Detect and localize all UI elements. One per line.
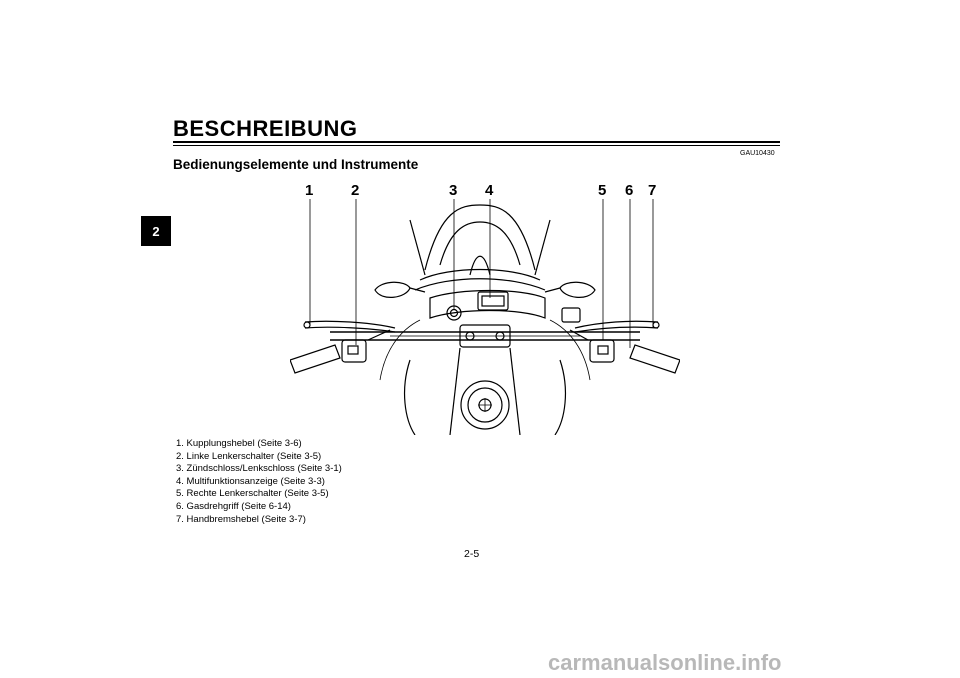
callout-4: 4 — [485, 182, 494, 199]
legend-item: 6. Gasdrehgriff (Seite 6-14) — [176, 500, 291, 512]
page-title: BESCHREIBUNG — [173, 116, 358, 141]
callout-leaders — [309, 199, 654, 348]
callout-1: 1 — [305, 182, 313, 199]
section-code: GAU10430 — [740, 150, 775, 157]
callout-7: 7 — [648, 182, 656, 199]
chapter-tab: 2 — [141, 216, 171, 246]
callout-3: 3 — [449, 182, 457, 199]
legend-item: 7. Handbremshebel (Seite 3-7) — [176, 513, 306, 525]
watermark: carmanualsonline.info — [548, 650, 782, 675]
page-number: 2-5 — [464, 548, 480, 560]
callout-6: 6 — [625, 182, 633, 199]
title-rule-thick — [173, 141, 780, 143]
callout-5: 5 — [598, 182, 606, 199]
handlebar-illustration: 1 2 3 4 5 6 7 — [290, 180, 680, 435]
legend-item: 5. Rechte Lenkerschalter (Seite 3-5) — [176, 488, 329, 500]
legend-item: 3. Zündschloss/Lenkschloss (Seite 3-1) — [176, 463, 342, 475]
legend-item: 1. Kupplungshebel (Seite 3-6) — [176, 438, 302, 449]
section-title: Bedienungselemente und Instrumente — [173, 157, 419, 172]
title-rule-thin — [173, 145, 780, 146]
parts-legend: 1. Kupplungshebel (Seite 3-6) 2. Linke L… — [176, 438, 342, 526]
callout-2: 2 — [351, 182, 359, 199]
legend-item: 2. Linke Lenkerschalter (Seite 3-5) — [176, 450, 322, 462]
legend-item: 4. Multifunktionsanzeige (Seite 3-3) — [176, 475, 325, 487]
